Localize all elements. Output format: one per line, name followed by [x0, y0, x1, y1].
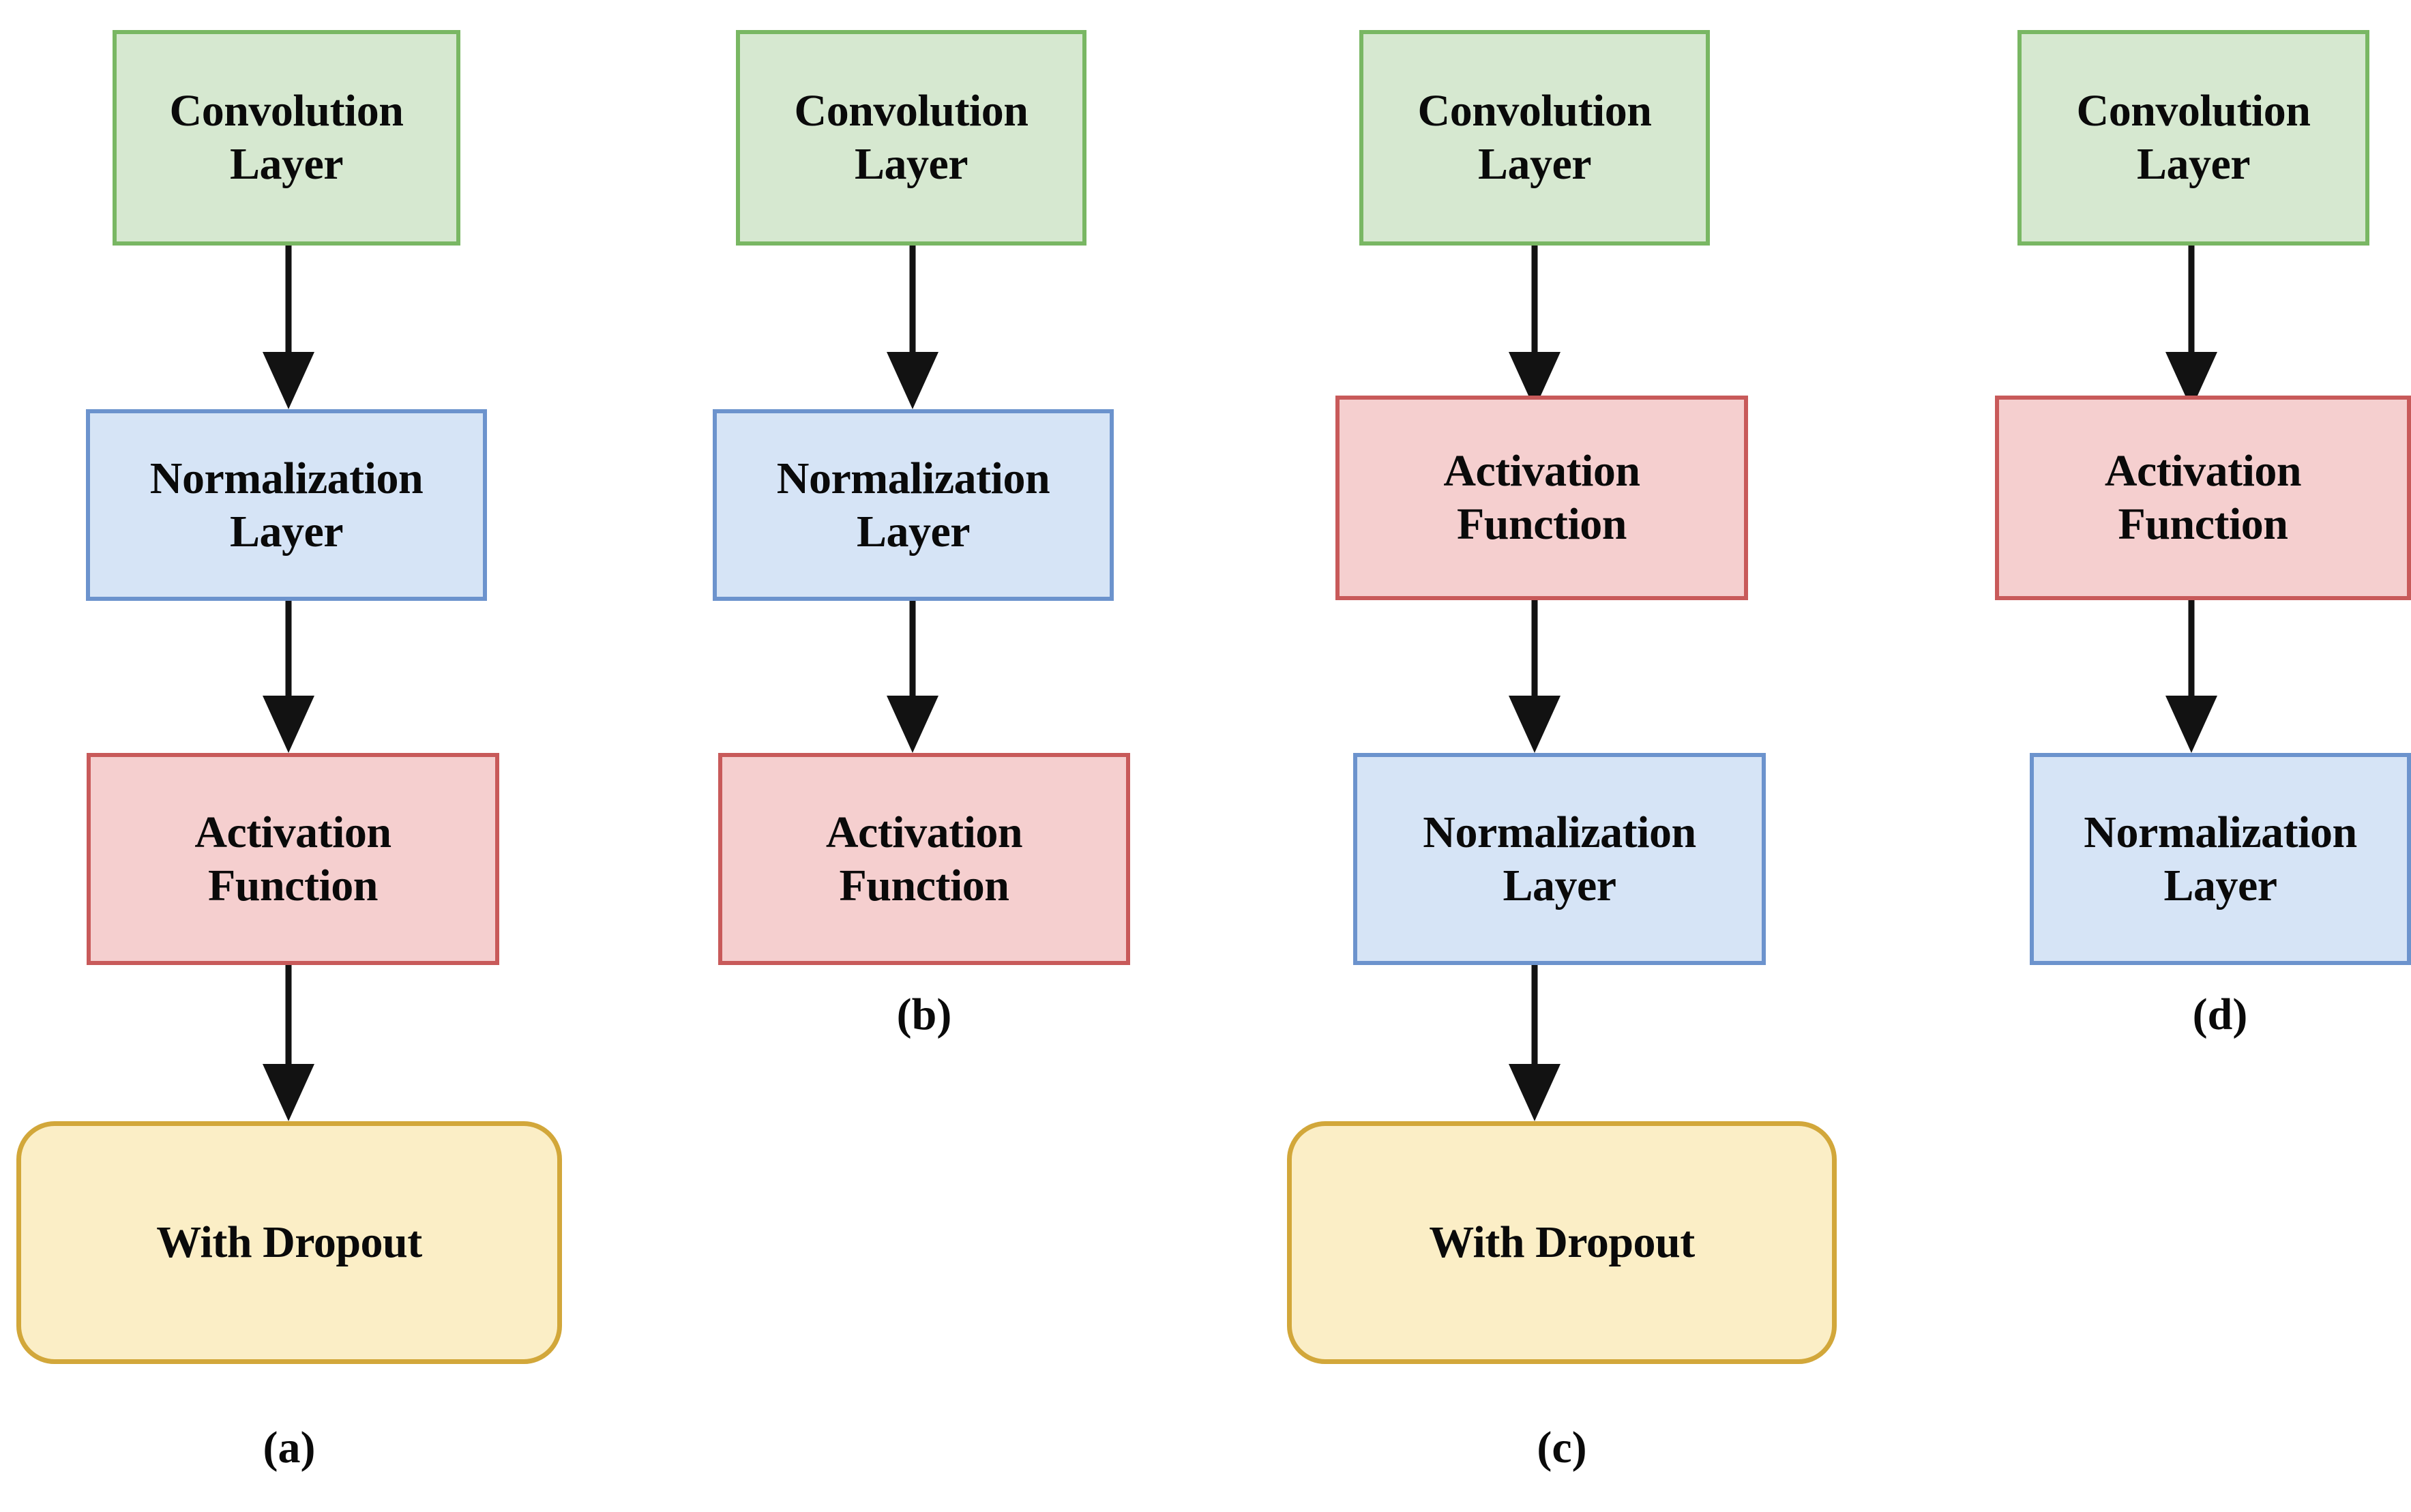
caption-b: (b) [896, 990, 952, 1039]
caption-c: (c) [1537, 1423, 1587, 1472]
node-normalization-layer[interactable]: Normalization Layer [713, 409, 1114, 601]
node-activation-function[interactable]: Activation Function [1995, 396, 2411, 600]
arrow-conv-to-norm [887, 246, 938, 409]
node-convolution-layer[interactable]: Convolution Layer [2017, 30, 2369, 246]
arrow-act-to-norm [1509, 600, 1561, 753]
node-with-dropout[interactable]: With Dropout [16, 1121, 562, 1364]
node-convolution-layer[interactable]: Convolution Layer [113, 30, 460, 246]
node-normalization-layer[interactable]: Normalization Layer [86, 409, 487, 601]
node-activation-function[interactable]: Activation Function [1335, 396, 1748, 600]
arrow-norm-to-act [887, 601, 938, 753]
caption-d: (d) [2192, 990, 2248, 1039]
arrow-norm-to-dropout [1509, 965, 1561, 1121]
arrow-act-to-dropout [263, 965, 314, 1121]
arrow-conv-to-act [1509, 246, 1561, 409]
node-activation-function[interactable]: Activation Function [718, 753, 1130, 965]
node-convolution-layer[interactable]: Convolution Layer [736, 30, 1086, 246]
node-normalization-layer[interactable]: Normalization Layer [2030, 753, 2411, 965]
arrow-act-to-norm [2165, 600, 2217, 753]
arrow-conv-to-act [2165, 246, 2217, 409]
node-normalization-layer[interactable]: Normalization Layer [1353, 753, 1766, 965]
node-convolution-layer[interactable]: Convolution Layer [1359, 30, 1710, 246]
caption-a: (a) [263, 1423, 316, 1472]
arrow-norm-to-act [263, 601, 314, 753]
node-activation-function[interactable]: Activation Function [87, 753, 499, 965]
arrow-conv-to-norm [263, 246, 314, 409]
node-with-dropout[interactable]: With Dropout [1287, 1121, 1837, 1364]
